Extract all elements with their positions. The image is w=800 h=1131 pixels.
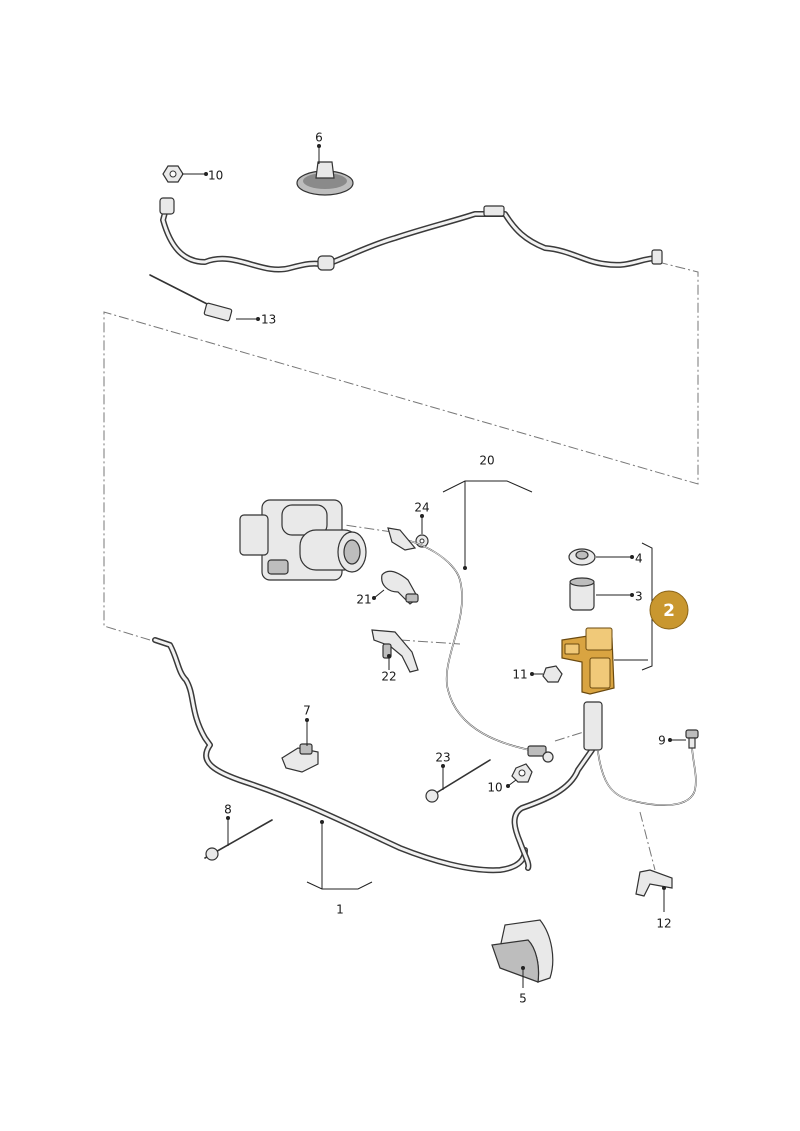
callout-12: 12: [656, 917, 671, 931]
callout-8: 8: [224, 803, 232, 817]
sleeve-3: [569, 577, 595, 611]
highlight-badge-2: 2: [649, 590, 689, 630]
cable-tie-13: [149, 274, 233, 322]
clip-7: [281, 743, 319, 773]
battery-cable-positive: [511, 701, 603, 871]
assembly-outline: [103, 261, 699, 742]
callout-10-top: 10: [208, 169, 223, 183]
ground-cable: [597, 744, 697, 806]
callout-13: 13: [261, 313, 276, 327]
callout-24: 24: [414, 501, 429, 515]
clip-12: [635, 869, 673, 897]
callout-3: 3: [635, 590, 643, 604]
callout-9: 9: [658, 734, 666, 748]
bracket-22: [371, 629, 419, 673]
callout-23: 23: [435, 751, 450, 765]
nut-11: [542, 665, 563, 683]
starter-motor: [239, 499, 367, 581]
callout-7: 7: [303, 704, 311, 718]
bolt-9: [685, 729, 699, 749]
starter-cable-20: [387, 527, 554, 763]
callout-5: 5: [519, 992, 527, 1006]
cap-4: [568, 548, 596, 566]
cover-5: [491, 919, 554, 983]
callout-6: 6: [315, 131, 323, 145]
callout-2: 2: [663, 601, 675, 621]
battery-cable-1: [152, 637, 528, 874]
callout-11: 11: [512, 668, 527, 682]
callout-labels: 10 6 13 20 24 21 22 4 3 11 7 9 10 23 8 1…: [208, 131, 672, 1006]
nut-10-top: [162, 165, 184, 183]
nut-10-lower: [511, 763, 533, 783]
fuse-holder-2: [561, 627, 615, 695]
callout-10-lower: 10: [487, 781, 502, 795]
grommet-6: [296, 161, 354, 196]
callout-4: 4: [635, 552, 643, 566]
callout-22: 22: [381, 670, 396, 684]
cable-tie-8: [204, 819, 273, 861]
cable-tie-23: [425, 759, 491, 803]
upper-battery-cable: [159, 197, 663, 273]
callout-21: 21: [356, 593, 371, 607]
callout-1: 1: [336, 903, 344, 917]
callout-20: 20: [479, 454, 494, 468]
connector-21: [381, 570, 419, 605]
